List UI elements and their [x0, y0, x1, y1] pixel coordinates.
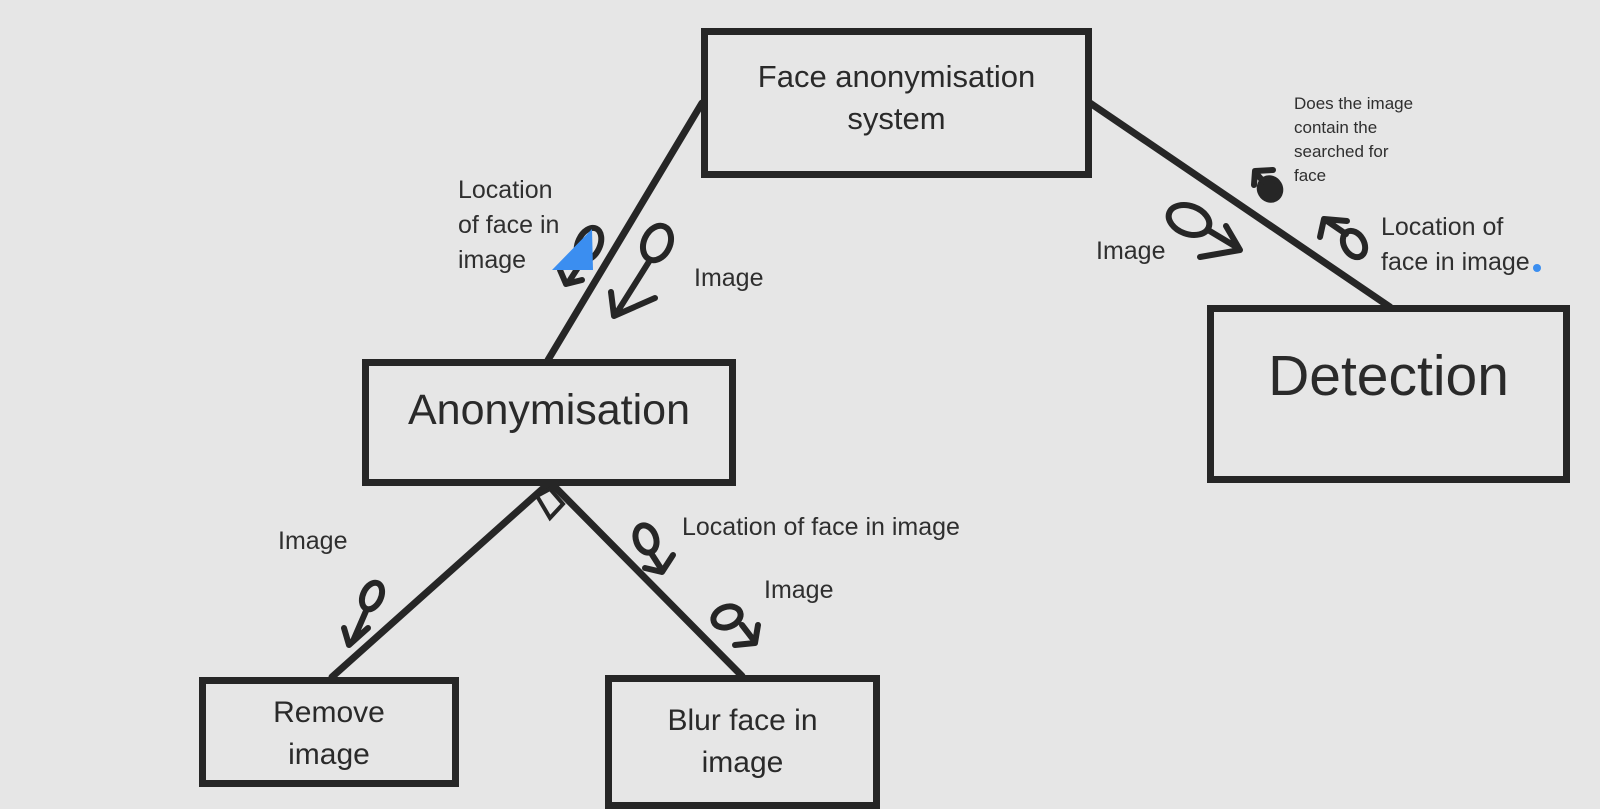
flow-label-location-from-detection: Location of face in image	[1381, 213, 1530, 276]
flow-label-face-present-flag: Does the image contain the searched for …	[1294, 94, 1414, 185]
connector-anonymisation-remove	[328, 480, 552, 681]
selection-exclusive-diamond-icon	[534, 486, 566, 522]
module-label: Anonymisation	[407, 386, 691, 434]
data-couple-icon	[341, 579, 386, 648]
flow-label-location-to-blur: Location of face in image	[682, 513, 960, 541]
flow-label-image-to-blur: Image	[764, 576, 834, 604]
selection-highlight-marker	[552, 229, 593, 270]
connector-anonymisation-blur	[548, 480, 746, 680]
flow-label-image-to-remove: Image	[278, 527, 348, 555]
flow-label-location-up: Location of face in image	[458, 176, 560, 274]
module-label: Blur face in image	[667, 704, 818, 779]
data-couple-icon	[608, 222, 675, 319]
module-remove-image[interactable]: Remove image	[199, 677, 459, 787]
connector-root-anonymisation	[544, 99, 706, 364]
module-blur-face[interactable]: Blur face in image	[605, 675, 880, 809]
data-couple-icon	[632, 522, 676, 575]
flow-label-image-down: Image	[694, 264, 764, 292]
connector-root-detection	[1086, 99, 1394, 311]
module-detection[interactable]: Detection	[1207, 305, 1570, 483]
data-couple-icon	[710, 603, 761, 648]
selection-highlight-dot	[1533, 264, 1541, 272]
data-couple-icon	[1165, 202, 1243, 260]
module-anonymisation[interactable]: Anonymisation	[362, 359, 736, 486]
control-flag-icon	[1251, 167, 1284, 203]
flow-label-image-to-detection: Image	[1096, 237, 1166, 265]
module-label: Detection	[1268, 344, 1509, 408]
module-label: Face anonymisation system	[757, 59, 1036, 136]
data-couple-icon	[1317, 216, 1369, 261]
module-label: Remove image	[273, 696, 385, 771]
module-face-anonymisation-system[interactable]: Face anonymisation system	[701, 28, 1092, 178]
